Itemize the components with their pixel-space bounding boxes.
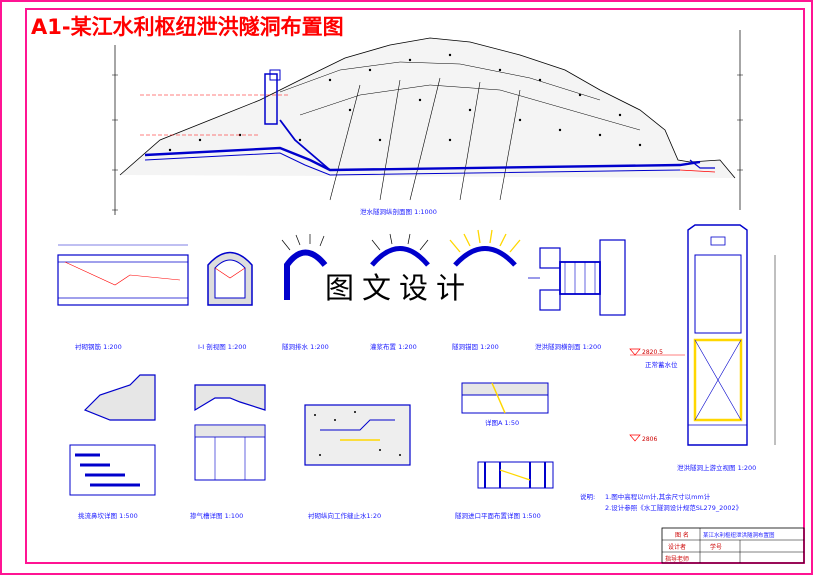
lower-elevation: 2806 xyxy=(642,436,657,443)
v11-label: 隧洞进口平面布置详图 1:500 xyxy=(455,511,541,520)
v6-label: 泄洪隧洞横剖面 1:200 xyxy=(535,342,601,351)
v4-label: 灌浆布置 1:200 xyxy=(370,342,417,351)
anchoring-view: 隧洞锚固 1:200 xyxy=(449,229,521,351)
tb-advisor: 指导老师 xyxy=(665,555,689,563)
v7-label: 挑流鼻坎详图 1:500 xyxy=(78,511,138,520)
inner-frame xyxy=(25,8,805,564)
tb-name-label: 图 名 xyxy=(675,531,689,539)
v3-label: 隧洞排水 1:200 xyxy=(282,342,329,351)
section-i-view: I-I 剖视图 1:200 xyxy=(198,251,253,351)
detail-a-view: 详图A 1:50 xyxy=(461,382,549,427)
drawing-title: A1-某江水利枢纽泄洪隧洞布置图 xyxy=(31,15,344,39)
intake-plan-view: 隧洞进口平面布置详图 1:500 xyxy=(455,461,554,520)
v1-label: 衬砌钢筋 1:200 xyxy=(75,342,122,351)
aeration-groove-view: 掺气槽详图 1:100 xyxy=(190,384,266,520)
v8-label: 掺气槽详图 1:100 xyxy=(190,511,243,520)
upstream-elevation-view: 2820.5 正常蓄水位 2806 泄洪隧洞上游立视图 1:200 xyxy=(629,224,776,472)
v10-label: 详图A 1:50 xyxy=(485,418,519,427)
title-block: 图 名 某江水利枢纽泄洪隧洞布置图 设计者 学号 指导老师 xyxy=(661,527,805,564)
lining-rebar-view: 衬砌钢筋 1:200 xyxy=(57,244,189,351)
watermark-text: 图文设计 xyxy=(325,271,473,305)
flip-bucket-view: 挑流鼻坎详图 1:500 xyxy=(69,374,156,520)
drainage-view: 隧洞排水 1:200 xyxy=(281,234,329,351)
watermark-bg xyxy=(318,268,498,306)
notes-line2: 2.设计参照《水工隧洞设计规范SL279_2002》 xyxy=(605,503,742,512)
tunnel-profile-view: 泄水隧洞纵剖面图 1:1000 xyxy=(112,30,743,216)
joint-waterstop-view: 衬砌纵向工作缝止水1:20 xyxy=(304,404,411,520)
tb-student-id: 学号 xyxy=(710,543,722,551)
v2-label: I-I 剖视图 1:200 xyxy=(198,342,247,351)
v12-label: 泄洪隧洞上游立视图 1:200 xyxy=(677,463,756,472)
v5-label: 隧洞锚固 1:200 xyxy=(452,342,499,351)
notes-line1: 1.图中高程以m计,其余尺寸以mm计 xyxy=(605,492,711,501)
tb-designer: 设计者 xyxy=(668,543,686,551)
notes-label: 说明: xyxy=(580,492,595,501)
v9-label: 衬砌纵向工作缝止水1:20 xyxy=(308,511,381,520)
grouting-view: 灌浆布置 1:200 xyxy=(370,233,430,351)
tb-name: 某江水利枢纽泄洪隧洞布置图 xyxy=(703,531,775,539)
profile-view-label: 泄水隧洞纵剖面图 1:1000 xyxy=(360,207,437,216)
tunnel-cross-section-view: 泄洪隧洞横剖面 1:200 xyxy=(528,239,626,351)
upper-elevation-note: 正常蓄水位 xyxy=(645,360,678,369)
upper-elevation: 2820.5 xyxy=(642,349,663,356)
